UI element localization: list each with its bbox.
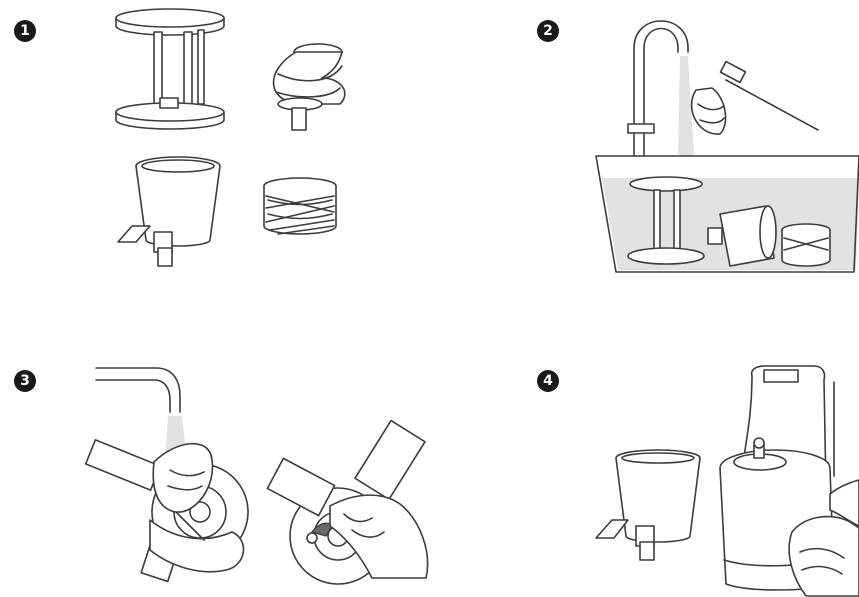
step-1-panel: 1 [0,0,430,290]
cleaning-brush [720,62,818,130]
rinse-in-sink-illustration [430,0,859,290]
step-4-panel: 4 [430,300,859,597]
juice-cup-4 [596,450,700,560]
scrub-under-tap-illustration [0,300,430,597]
faucet [628,21,694,156]
rinsed-auger [692,88,726,134]
wipe-base-illustration [430,300,859,597]
auger-screw [274,44,345,130]
step-3-panel: 3 [0,300,430,597]
strainer-frame [116,9,224,129]
mesh-drum [264,178,336,234]
juice-cup [118,157,220,266]
step-2-panel: 2 [430,0,859,290]
disassembled-parts-illustration [0,0,430,290]
